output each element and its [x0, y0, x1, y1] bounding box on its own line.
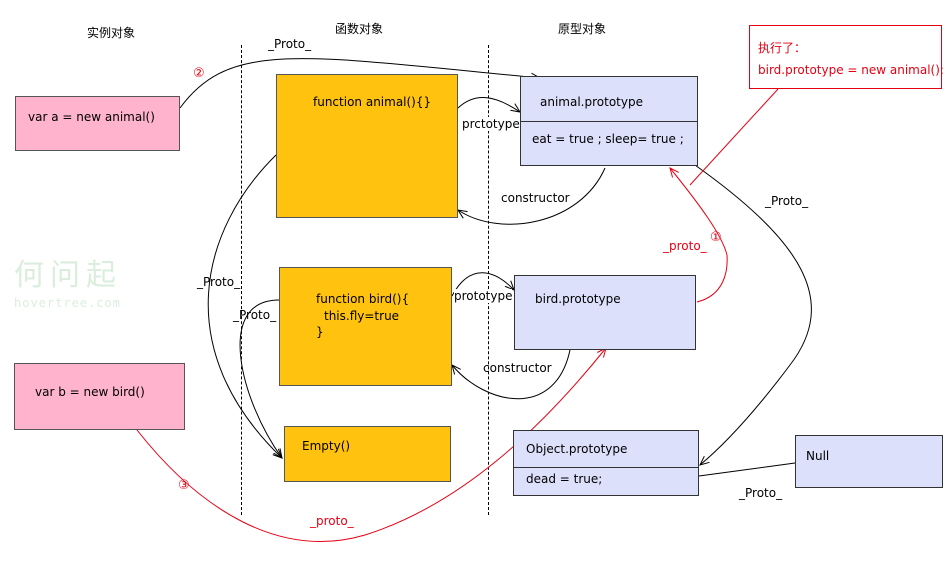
edge-red-3: [136, 348, 606, 542]
instance-a-label: var a = new animal(): [28, 110, 155, 124]
label-proto-red-3: _proto_: [310, 514, 354, 528]
edge-a-to-animal-proto: [179, 58, 540, 109]
edge-bird-prototype: [451, 272, 514, 297]
label-proto-null: _Proto_: [739, 486, 783, 500]
instance-a: var a = new animal(): [15, 96, 180, 151]
label-proto-red-1: _proto_: [663, 239, 707, 253]
edge-bird-constructor: [452, 349, 571, 400]
separator-left: [241, 45, 242, 515]
marker-three: ③: [178, 478, 190, 493]
edge-object-to-null: [698, 462, 796, 477]
separator-right: [488, 45, 489, 515]
animal-prototype: animal.prototype eat = true ; sleep= tru…: [520, 76, 698, 166]
note-line2: bird.prototype = new animal();: [758, 63, 944, 77]
function-bird: function bird(){ this.fly=true }: [279, 267, 452, 386]
label-prctotype: prctotype: [462, 117, 520, 131]
label-proto-left-outer: _Proto_: [197, 275, 241, 289]
edge-animal-constructor: [458, 167, 606, 225]
label-proto-right: _Proto_: [765, 194, 809, 208]
function-empty: Empty(): [284, 426, 451, 482]
animal-prototype-title: animal.prototype: [540, 95, 643, 109]
heading-function: 函数对象: [335, 22, 384, 36]
edge-animal-proto-to-empty: [207, 154, 282, 458]
object-prototype: Object.prototype dead = true;: [513, 430, 699, 496]
note-line1: 执行了：: [758, 41, 807, 55]
label-constructor-animal: constructor: [501, 191, 570, 205]
bird-prototype: bird.prototype: [514, 275, 696, 350]
label-prototype-bird: prototype: [454, 289, 513, 303]
null-box: Null: [795, 435, 943, 488]
function-bird-line3: }: [316, 325, 324, 339]
label-proto-top: _Proto_: [268, 37, 312, 51]
watermark-cn: 何问起: [14, 258, 122, 293]
marker-two: ②: [193, 66, 205, 81]
label-constructor-bird: constructor: [483, 361, 552, 375]
heading-instance: 实例对象: [87, 26, 136, 40]
object-prototype-title: Object.prototype: [526, 442, 628, 456]
bird-prototype-title: bird.prototype: [535, 292, 621, 306]
animal-prototype-header: [521, 77, 697, 122]
function-bird-line2: this.fly=true: [324, 309, 400, 323]
function-animal: function animal(){}: [276, 74, 458, 218]
edge-animal-proto-to-object: [694, 164, 812, 465]
function-bird-line1: function bird(){: [316, 292, 410, 306]
edge-red-1: [670, 168, 728, 303]
null-label: Null: [806, 449, 830, 463]
instance-b-label: var b = new bird(): [35, 385, 145, 399]
label-proto-left-inner: _Proto_: [233, 308, 277, 322]
watermark-en: hovertree.com: [14, 296, 121, 310]
object-prototype-header: [514, 431, 698, 468]
object-prototype-props: dead = true;: [526, 472, 603, 486]
animal-prototype-props: eat = true ; sleep= true ;: [532, 132, 684, 146]
edge-note-pointer: [689, 88, 779, 186]
watermark: 何问起 hovertree.com: [14, 250, 122, 310]
instance-b: var b = new bird(): [14, 363, 185, 430]
function-animal-label: function animal(){}: [313, 95, 432, 109]
marker-one: ①: [710, 230, 722, 245]
note-box: 执行了： bird.prototype = new animal();: [749, 25, 944, 89]
heading-prototype: 原型对象: [558, 22, 607, 36]
function-empty-label: Empty(): [302, 439, 351, 453]
edge-animal-prototype: [457, 96, 520, 112]
edge-bird-proto-to-empty: [239, 299, 282, 458]
